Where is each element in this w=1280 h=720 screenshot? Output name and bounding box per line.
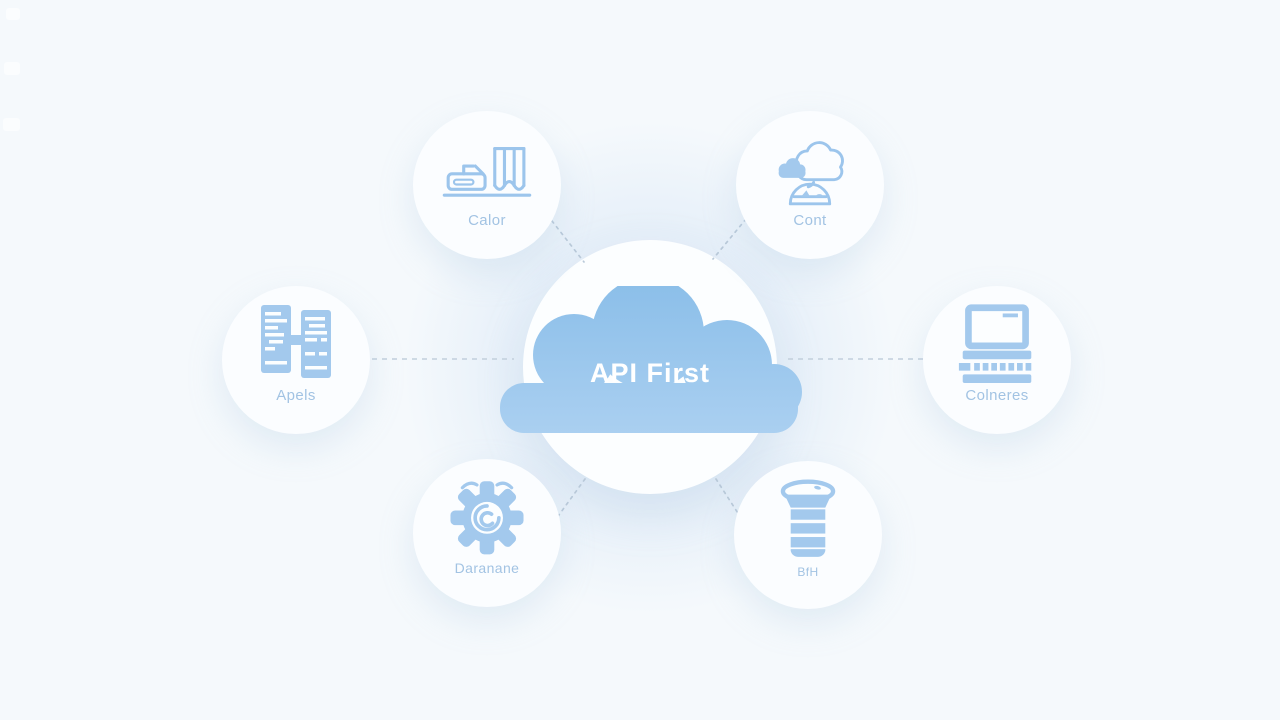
center-label: API First — [589, 358, 711, 388]
node-bfh: BfH — [734, 461, 882, 609]
node-colneres: Colneres — [923, 286, 1071, 434]
database-barrel-icon — [776, 477, 840, 559]
paired-documents-icon — [251, 302, 341, 384]
api-cloud — [488, 277, 812, 438]
decor-patch — [6, 8, 20, 20]
node-label: Cont — [793, 212, 827, 229]
node-label: BfH — [797, 565, 819, 579]
laptop-icon — [953, 302, 1041, 384]
node-label: Daranane — [454, 560, 520, 576]
gear-spiral-icon — [445, 475, 529, 557]
scanner-map-icon — [440, 127, 534, 209]
cloud-shape — [500, 277, 802, 433]
node-apels: Apels — [222, 286, 370, 434]
node-label: Colneres — [965, 387, 1029, 404]
node-cont: Cont — [736, 111, 884, 259]
node-calor: Calor — [413, 111, 561, 259]
node-label: Apels — [276, 387, 316, 404]
node-label: Calor — [468, 212, 506, 229]
decor-patch — [4, 62, 20, 75]
node-daranane: Daranane — [413, 459, 561, 607]
cloud-dome-icon — [767, 127, 853, 209]
decor-patch — [3, 118, 20, 131]
